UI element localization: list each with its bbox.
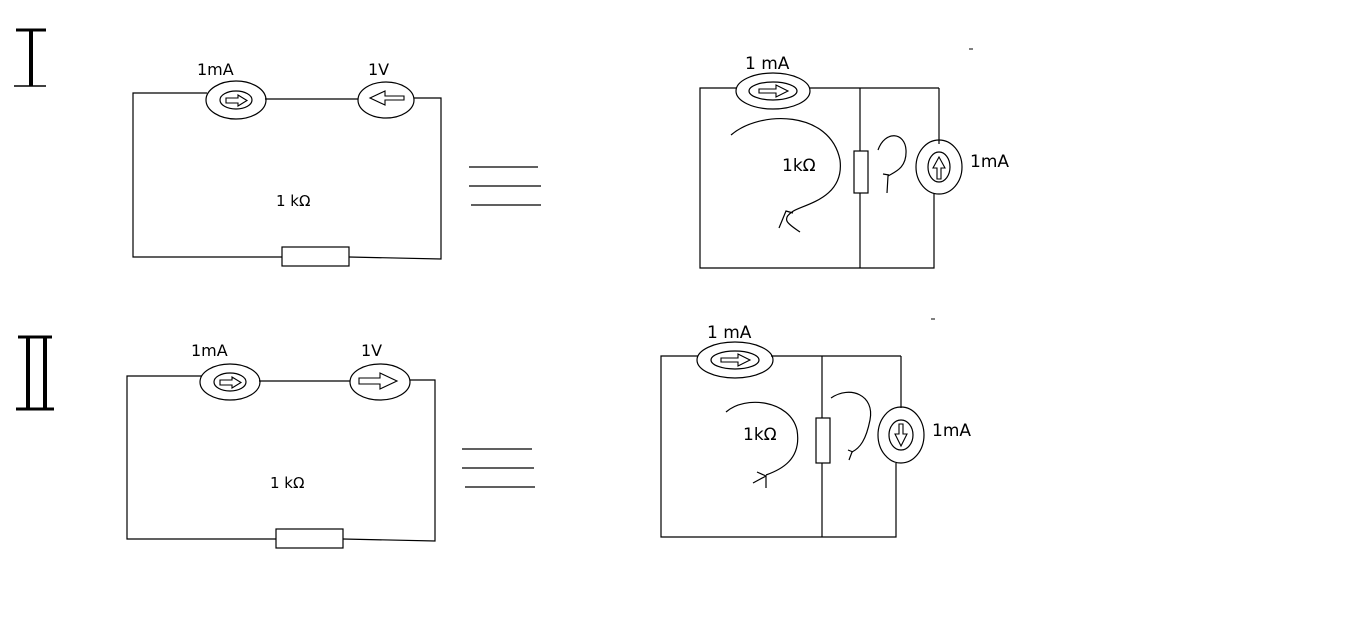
loop-arrow-icon xyxy=(725,401,799,488)
current-source-icon xyxy=(877,406,925,464)
equivalent-lines-icon xyxy=(469,166,541,206)
roman-numeral-one-icon xyxy=(14,28,46,87)
resistor-label: 1 kΩ xyxy=(270,474,304,492)
resistor-icon xyxy=(815,417,831,464)
current-source-label: 1mA xyxy=(197,60,234,79)
voltage-source-label: 1V xyxy=(368,60,389,79)
current-source-top-label: 1 mA xyxy=(707,323,752,343)
equivalent-lines-icon xyxy=(462,448,535,488)
resistor-icon xyxy=(853,150,869,194)
resistor-icon xyxy=(281,246,350,267)
voltage-source-label: 1V xyxy=(361,341,382,360)
resistor-label: 1kΩ xyxy=(782,156,816,176)
current-source-icon xyxy=(735,72,811,110)
current-source-icon xyxy=(696,341,774,379)
loop-arrow-icon xyxy=(877,135,907,194)
resistor-icon xyxy=(275,528,344,549)
circuit-two-left: 1mA 1V 1 kΩ xyxy=(126,341,436,549)
circuit-one-right: 1 mA 1kΩ 1mA xyxy=(699,54,1009,269)
voltage-source-icon xyxy=(349,363,411,401)
resistor-label: 1 kΩ xyxy=(276,192,310,210)
current-source-side-label: 1mA xyxy=(970,152,1009,172)
loop-arrow-icon xyxy=(730,118,841,233)
circuit-two-right: 1 mA 1kΩ 1mA xyxy=(660,323,971,538)
current-source-top-label: 1 mA xyxy=(745,54,790,74)
circuit-one-left: 1mA 1V 1 kΩ xyxy=(132,60,442,267)
current-source-icon xyxy=(199,363,261,401)
roman-numeral-two-icon xyxy=(16,335,54,411)
resistor-label: 1kΩ xyxy=(743,425,777,445)
current-source-side-label: 1mA xyxy=(932,421,971,441)
current-source-icon xyxy=(915,139,963,195)
voltage-source-icon xyxy=(357,81,415,119)
current-source-label: 1mA xyxy=(191,341,228,360)
current-source-icon xyxy=(205,80,267,120)
loop-arrow-icon xyxy=(830,391,872,461)
